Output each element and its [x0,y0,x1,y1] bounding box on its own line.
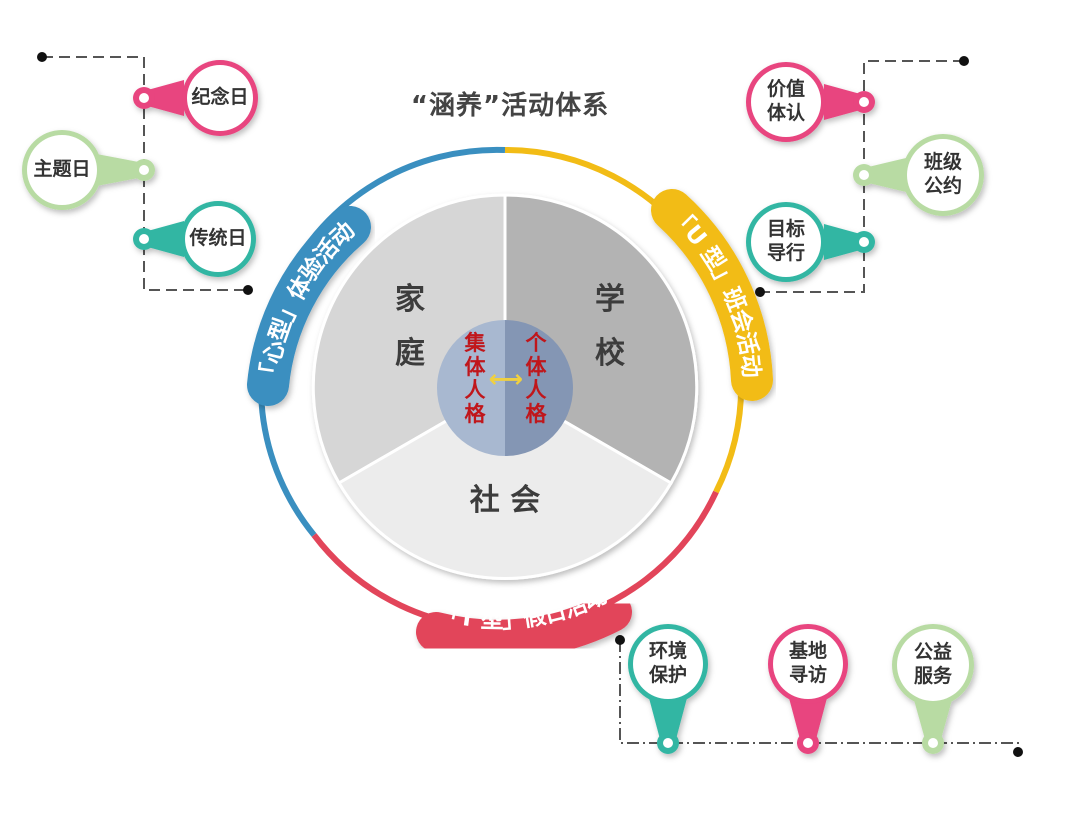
core-left-half [437,320,505,456]
pin-label-goal-guidance: 目标 导行 [766,218,805,264]
sector-society [336,385,674,580]
connector-bottom-dot-start [615,635,625,645]
core-collective-label: 集体人格 [464,331,486,426]
page-title: “涵养”活动体系 [410,90,610,121]
arc-band-t [416,592,632,660]
pin-base-visit [768,624,848,754]
sector-family-label: 家 庭 [360,272,440,382]
pin-label-traditional-day: 传统日 [189,227,247,250]
pin-label-class-convention: 班级 公约 [923,151,962,197]
pin-environment-protection [628,624,708,754]
pin-label-memorial-day: 纪念日 [191,86,249,109]
arc-band-heart [247,206,371,406]
pin-public-service [892,624,974,754]
connector-left-dot-top [37,52,47,62]
pin-memorial-day [133,60,258,136]
pin-value-recognition [746,62,875,142]
connector-left [42,56,248,291]
connector-right [760,60,964,293]
sector-school-label: 学 校 [570,272,650,382]
connector-right-dot-bottom [755,287,765,297]
sector-society-label: 社 会 [469,483,541,518]
sector-school-text: 学 校 [595,282,625,371]
pin-label-public-service: 公益 服务 [913,641,952,687]
connector-right-dot-top [959,56,969,66]
connector-left-dot-bottom [243,285,253,295]
pin-label-environment-protection: 环境 保护 [648,640,687,686]
pin-label-base-visit: 基地 寻访 [788,640,827,686]
core-circle [437,320,573,456]
sector-family-text: 家 庭 [395,282,425,371]
arc-band-u [651,189,773,401]
pin-class-convention [853,134,984,216]
connector-bottom-dot-end [1013,747,1023,757]
pin-label-value-recognition: 价值 体认 [766,78,805,124]
double-arrow-icon: ⟷ [488,365,524,393]
pin-theme-day [22,130,155,210]
pin-traditional-day [133,201,256,277]
core-individual-label: 个体人格 [525,331,547,426]
pin-label-theme-day: 主题日 [33,158,91,181]
pin-goal-guidance [746,202,875,282]
core-right-half [505,320,573,456]
